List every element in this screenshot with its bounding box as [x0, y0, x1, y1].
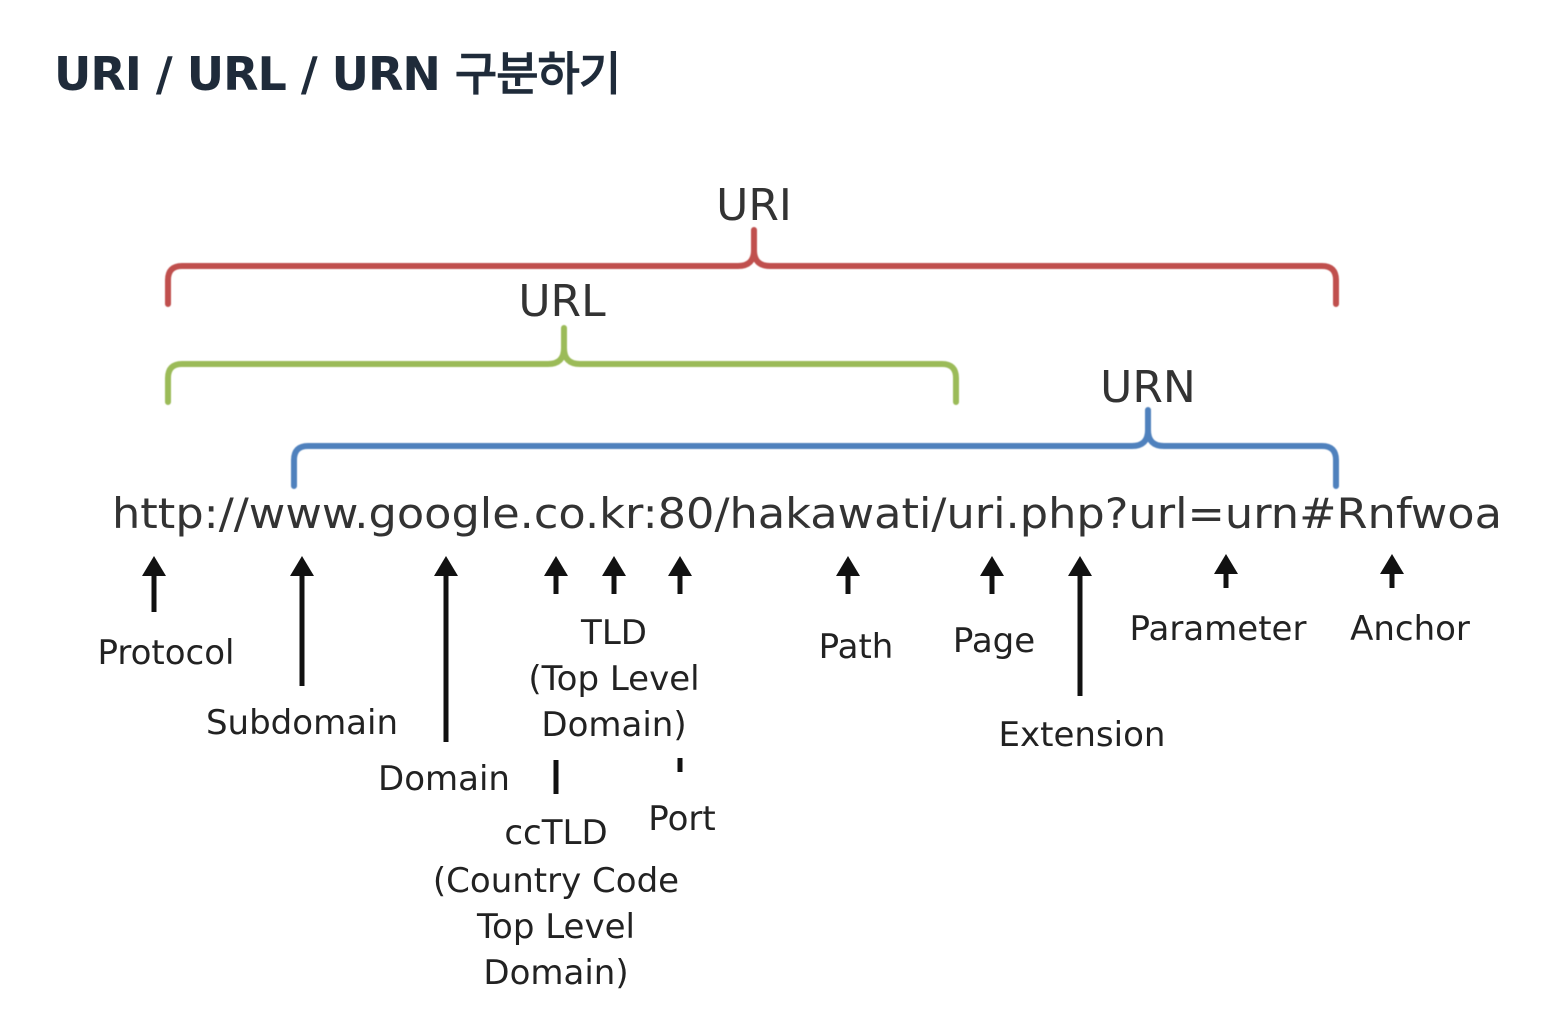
arrow-cctld	[544, 556, 568, 594]
arrow-path	[836, 556, 860, 594]
uri-label: URI	[716, 180, 792, 231]
urn-bracket: URN	[291, 362, 1339, 489]
arrow-page	[980, 556, 1004, 594]
label-subdomain: Subdomain	[206, 703, 398, 743]
arrow-domain	[434, 556, 458, 742]
label-anchor: Anchor	[1350, 609, 1470, 649]
label-cctld-line4: Domain)	[483, 953, 628, 993]
uri-bracket-line	[165, 227, 1339, 307]
url-bracket-line	[165, 325, 959, 405]
urn-bracket-line	[291, 407, 1339, 489]
url-label: URL	[518, 276, 606, 327]
uri-bracket: URI	[165, 180, 1339, 307]
label-cctld-line3: Top Level	[476, 907, 635, 947]
label-tld-line2: (Top Level	[528, 659, 699, 699]
label-tld: TLD (Top Level Domain)	[528, 613, 699, 745]
label-path: Path	[819, 627, 894, 667]
arrow-extension	[1068, 556, 1092, 696]
label-port: Port	[648, 799, 715, 839]
label-tld-line1: TLD	[580, 613, 647, 653]
urn-label: URN	[1100, 362, 1196, 413]
example-url: http://www.google.co.kr:80/hakawati/uri.…	[112, 489, 1502, 538]
arrow-tld	[602, 556, 626, 594]
label-cctld-line1: ccTLD	[504, 813, 607, 853]
label-domain: Domain	[378, 759, 510, 799]
label-protocol: Protocol	[97, 633, 234, 673]
label-cctld: ccTLD (Country Code Top Level Domain)	[433, 813, 679, 993]
page-title: URI / URL / URN 구분하기	[54, 47, 621, 101]
arrow-subdomain	[290, 556, 314, 686]
arrow-protocol	[142, 556, 166, 612]
label-tld-line3: Domain)	[541, 705, 686, 745]
label-extension: Extension	[999, 715, 1166, 755]
arrow-parameter	[1214, 554, 1238, 588]
arrow-port	[668, 556, 692, 594]
arrow-anchor	[1380, 554, 1404, 588]
label-page: Page	[953, 621, 1035, 661]
url-bracket: URL	[165, 276, 959, 405]
label-cctld-line2: (Country Code	[433, 861, 679, 901]
label-parameter: Parameter	[1130, 609, 1307, 649]
